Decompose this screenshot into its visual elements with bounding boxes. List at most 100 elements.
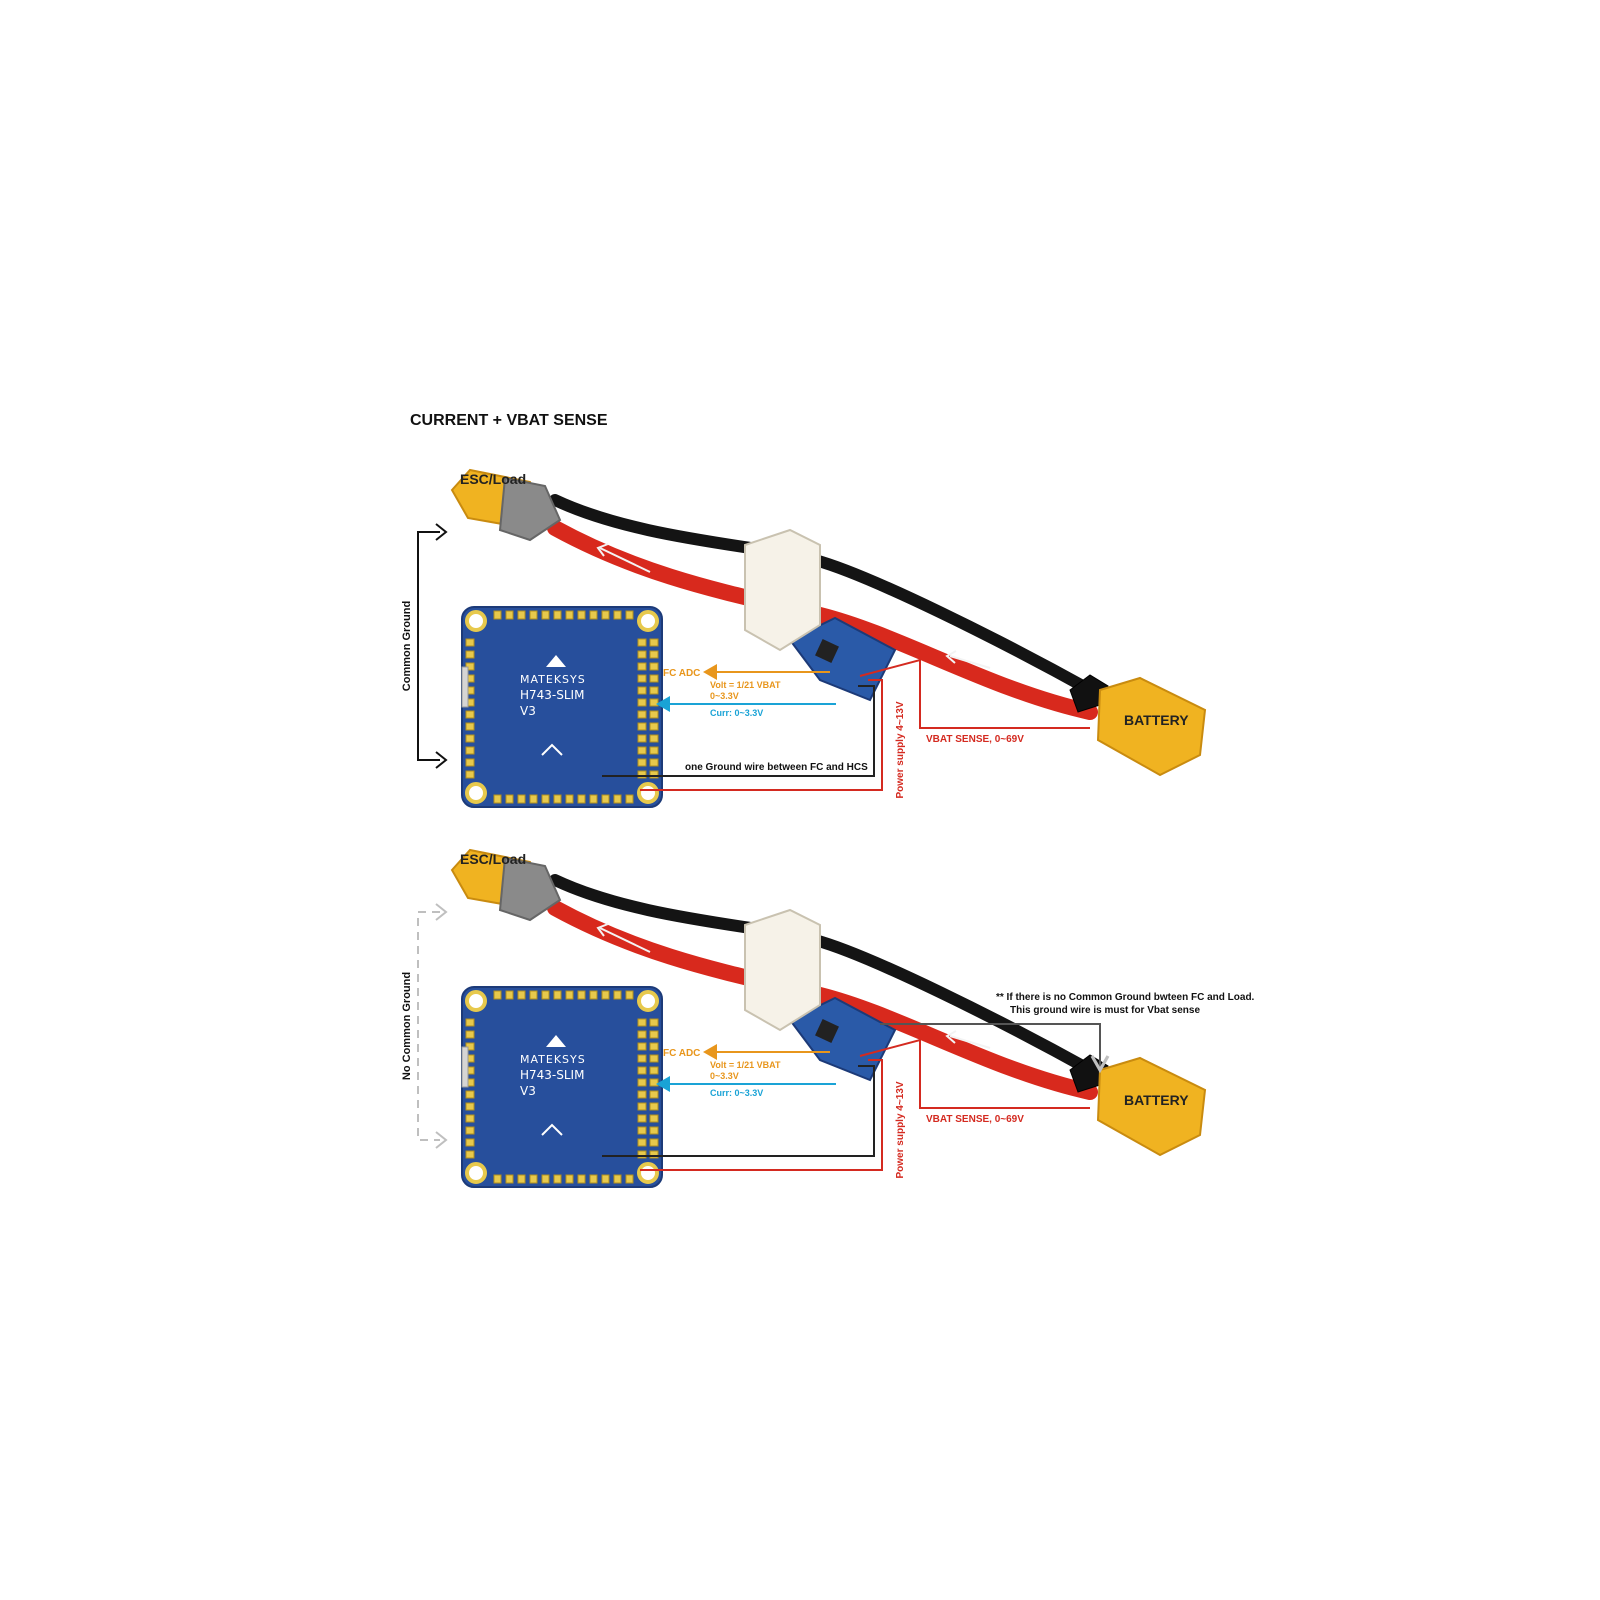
solder-pad xyxy=(637,638,647,647)
vbat-sense-label: VBAT SENSE, 0~69V xyxy=(926,1114,1024,1125)
fc-model: H743-SLIM xyxy=(520,688,584,702)
solder-pad xyxy=(649,686,659,695)
solder-pad xyxy=(553,610,562,620)
esc-label: ESC/Load xyxy=(460,471,526,487)
solder-pad xyxy=(601,990,610,1000)
solder-pad xyxy=(637,734,647,743)
solder-pad xyxy=(465,722,475,731)
esc-boot xyxy=(498,856,562,922)
solder-pad xyxy=(613,1174,622,1184)
solder-pad xyxy=(465,1102,475,1111)
solder-pad xyxy=(465,1090,475,1099)
esc-label: ESC/Load xyxy=(460,851,526,867)
solder-pad xyxy=(649,1018,659,1027)
note-arrow xyxy=(880,1023,1110,1074)
solder-pad xyxy=(637,758,647,767)
solder-pad xyxy=(541,610,550,620)
solder-pad xyxy=(613,990,622,1000)
battery-connector xyxy=(1096,1056,1207,1157)
solder-pad xyxy=(577,990,586,1000)
fc-adc-label: FC ADC xyxy=(663,668,700,679)
ground-label: Common Ground xyxy=(401,601,413,691)
mount-hole xyxy=(637,1162,659,1184)
solder-pad xyxy=(465,734,475,743)
ground-wire-label: one Ground wire between FC and HCS xyxy=(685,762,868,773)
solder-pad xyxy=(649,1066,659,1075)
solder-pad xyxy=(465,1150,475,1159)
solder-pad xyxy=(637,1078,647,1087)
ground-wire xyxy=(602,1065,875,1157)
solder-pad xyxy=(649,650,659,659)
solder-pad xyxy=(505,610,514,620)
solder-pad xyxy=(637,674,647,683)
panel-1: Common GroundESC/LoadBATTERYMATEKSYSH743… xyxy=(401,468,1207,808)
solder-pad xyxy=(553,990,562,1000)
solder-pad xyxy=(649,1042,659,1051)
power-wire xyxy=(640,679,883,791)
battery-connector xyxy=(1096,676,1207,777)
current-arrow-1 xyxy=(599,927,651,953)
current-arrowhead-2 xyxy=(945,650,957,664)
solder-pad xyxy=(565,1174,574,1184)
solder-pad xyxy=(649,1030,659,1039)
solder-pad xyxy=(637,1030,647,1039)
solder-pad xyxy=(589,1174,598,1184)
ground-bracket xyxy=(417,531,440,761)
vbat-sense-wire xyxy=(859,658,1090,729)
mateksys-logo xyxy=(546,655,566,667)
solder-pad xyxy=(493,1174,502,1184)
solder-pad xyxy=(517,794,526,804)
solder-pad xyxy=(465,770,475,779)
solder-pad xyxy=(465,710,475,719)
solder-pad xyxy=(637,710,647,719)
mount-hole xyxy=(637,990,659,1012)
curr-label: Curr: 0~3.3V xyxy=(710,708,763,718)
solder-pad xyxy=(517,610,526,620)
solder-pad xyxy=(637,698,647,707)
current-arrow-2 xyxy=(949,655,991,669)
solder-pad xyxy=(637,662,647,671)
solder-pad xyxy=(637,686,647,695)
solder-pad xyxy=(649,674,659,683)
solder-pad xyxy=(529,1174,538,1184)
solder-pad xyxy=(649,1102,659,1111)
solder-pad xyxy=(465,758,475,767)
volt-range: 0~3.3V xyxy=(710,691,739,701)
solder-pad xyxy=(589,610,598,620)
battery-label: BATTERY xyxy=(1124,1092,1189,1108)
solder-pad xyxy=(493,794,502,804)
mount-hole xyxy=(465,782,487,804)
ground-arrow-top xyxy=(435,523,448,541)
mount-hole xyxy=(637,782,659,804)
ground-arrow-top xyxy=(435,903,448,921)
solder-pad xyxy=(529,990,538,1000)
solder-pad xyxy=(601,1174,610,1184)
fc-model: H743-SLIM xyxy=(520,1068,584,1082)
current-arrow-2 xyxy=(949,1035,991,1049)
ground-bracket xyxy=(417,911,440,1141)
solder-pad xyxy=(517,1174,526,1184)
solder-pad xyxy=(577,1174,586,1184)
usb-port xyxy=(461,666,469,708)
solder-pad xyxy=(577,794,586,804)
solder-pad xyxy=(637,1018,647,1027)
solder-pad xyxy=(649,1138,659,1147)
ground-label: No Common Ground xyxy=(401,972,413,1080)
direction-arrow xyxy=(541,1123,563,1136)
ground-arrow-bottom xyxy=(435,751,448,769)
solder-pad xyxy=(649,734,659,743)
note-line-2: This ground wire is must for Vbat sense xyxy=(1010,1005,1200,1016)
solder-pad xyxy=(649,1114,659,1123)
solder-pad xyxy=(465,1018,475,1027)
power-supply-label: Power supply 4~13V xyxy=(895,701,906,798)
solder-pad xyxy=(637,650,647,659)
solder-pad xyxy=(637,1090,647,1099)
solder-pad xyxy=(493,610,502,620)
solder-pad xyxy=(493,990,502,1000)
current-arrowhead-2 xyxy=(945,1030,957,1044)
solder-pad xyxy=(541,990,550,1000)
solder-pad xyxy=(465,1138,475,1147)
